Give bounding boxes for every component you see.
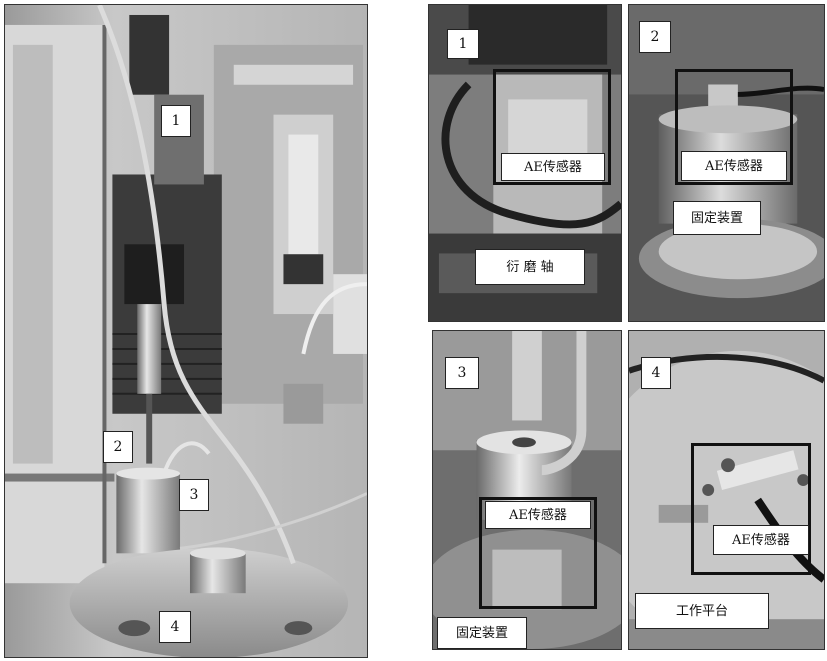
main-marker-4: 4 [159,611,191,643]
panel-3-sensor-frame [479,497,597,609]
panel-3-fixture-photo: 3 AE传感器 固定装置 [432,330,622,650]
panel-1-spindle-photo: 1 AE传感器 衍 磨 轴 [428,4,622,322]
panel-2-caption: 固定装置 [673,201,761,235]
panel-2-number: 2 [639,21,671,53]
panel-1-caption: 衍 磨 轴 [475,249,585,285]
panel-4-sensor-frame [691,443,811,575]
main-photo-illustration [5,5,367,657]
panel-4-number: 4 [641,357,671,389]
main-machine-photo: 1 2 3 4 [4,4,368,658]
panel-2-fixture-photo: 2 AE传感器 固定装置 [628,4,825,322]
panel-3-caption: 固定装置 [437,617,527,649]
panel-2-sensor-frame [675,69,793,185]
panel-1-sensor-label: AE传感器 [501,153,605,181]
main-marker-3: 3 [179,479,209,511]
panel-4-sensor-label: AE传感器 [713,525,809,555]
panel-4-caption: 工作平台 [635,593,769,629]
panel-2-sensor-label: AE传感器 [681,151,787,181]
panel-1-sensor-frame [493,69,611,185]
panel-4-worktable-photo: 4 AE传感器 工作平台 [628,330,825,650]
panel-1-number: 1 [447,29,479,59]
panel-3-sensor-label: AE传感器 [485,501,591,529]
main-marker-1: 1 [161,105,191,137]
main-marker-2: 2 [103,431,133,463]
panel-3-number: 3 [445,357,479,389]
